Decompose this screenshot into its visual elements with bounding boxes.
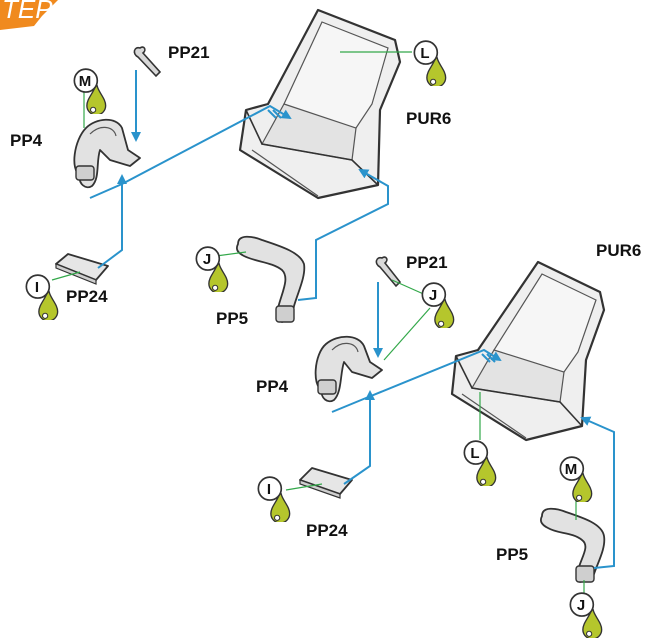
glue-badge-pp4-top: M bbox=[73, 68, 107, 114]
assembly-arrow bbox=[331, 348, 502, 413]
assembly-arrow bbox=[97, 174, 127, 269]
glue-badge-pp24-bottom: I bbox=[257, 476, 291, 522]
label-pp24: PP24 bbox=[306, 521, 348, 540]
assembly-arrows-bottom bbox=[331, 282, 615, 569]
part-pp21-top bbox=[133, 46, 162, 78]
label-pp24: PP24 bbox=[66, 287, 108, 306]
assembly-arrow bbox=[89, 104, 292, 199]
badge-letter: M bbox=[565, 461, 578, 478]
badge-letter: L bbox=[420, 45, 429, 62]
glue-badge-pp5-top: J bbox=[195, 246, 229, 292]
part-pp4-top bbox=[73, 118, 141, 189]
part-pp24-top bbox=[55, 253, 109, 285]
seat-pur6-bottom bbox=[450, 260, 606, 442]
assembly-2: J I L M J PP21 PP4 PP24 PP5 PUR6 bbox=[256, 241, 641, 638]
glue-badge-pp24-top: I bbox=[25, 274, 59, 320]
label-pp21: PP21 bbox=[168, 43, 210, 62]
leader-lines-top bbox=[51, 51, 412, 281]
badge-letter: I bbox=[267, 481, 271, 498]
glue-badge-pp5-bottom-bottom: J bbox=[569, 592, 603, 638]
glue-badge-pur6-bottom: L bbox=[463, 440, 497, 486]
assembly-arrow bbox=[343, 390, 375, 485]
part-pp24-bottom bbox=[299, 467, 353, 499]
step-title: TEP 2 bbox=[2, 0, 74, 24]
step-banner: TEP 2 bbox=[0, 0, 74, 30]
badge-letter: J bbox=[429, 287, 437, 304]
part-pp5-bottom bbox=[540, 507, 606, 583]
assembly-arrow bbox=[297, 169, 389, 301]
assembly-arrows-top bbox=[89, 70, 389, 301]
label-pp4: PP4 bbox=[256, 377, 289, 396]
label-pp5: PP5 bbox=[496, 545, 528, 564]
part-pp4-bottom bbox=[314, 335, 383, 403]
label-pp4: PP4 bbox=[10, 131, 43, 150]
badge-letter: J bbox=[203, 251, 211, 268]
badge-letter: J bbox=[577, 597, 585, 614]
badge-letter: I bbox=[35, 279, 39, 296]
label-pur6: PUR6 bbox=[596, 241, 641, 260]
part-pp21-bottom bbox=[375, 256, 402, 288]
label-pp5: PP5 bbox=[216, 309, 248, 328]
seat-pur6-top bbox=[238, 8, 402, 200]
assembly-arrow bbox=[580, 416, 615, 569]
glue-badge-pp21-bottom: J bbox=[421, 282, 455, 328]
step-banner-background bbox=[0, 0, 58, 30]
badge-letter: M bbox=[79, 73, 92, 90]
badge-letter: L bbox=[470, 445, 479, 462]
glue-badge-pur6-top: L bbox=[413, 40, 447, 86]
label-pp21: PP21 bbox=[406, 253, 448, 272]
assembly-1: M I J L PP21 PP4 PP24 PP5 PUR6 bbox=[10, 8, 451, 328]
glue-badge-pp5-top-bottom: M bbox=[559, 456, 593, 502]
label-pur6: PUR6 bbox=[406, 109, 451, 128]
part-pp5-top bbox=[236, 235, 306, 323]
